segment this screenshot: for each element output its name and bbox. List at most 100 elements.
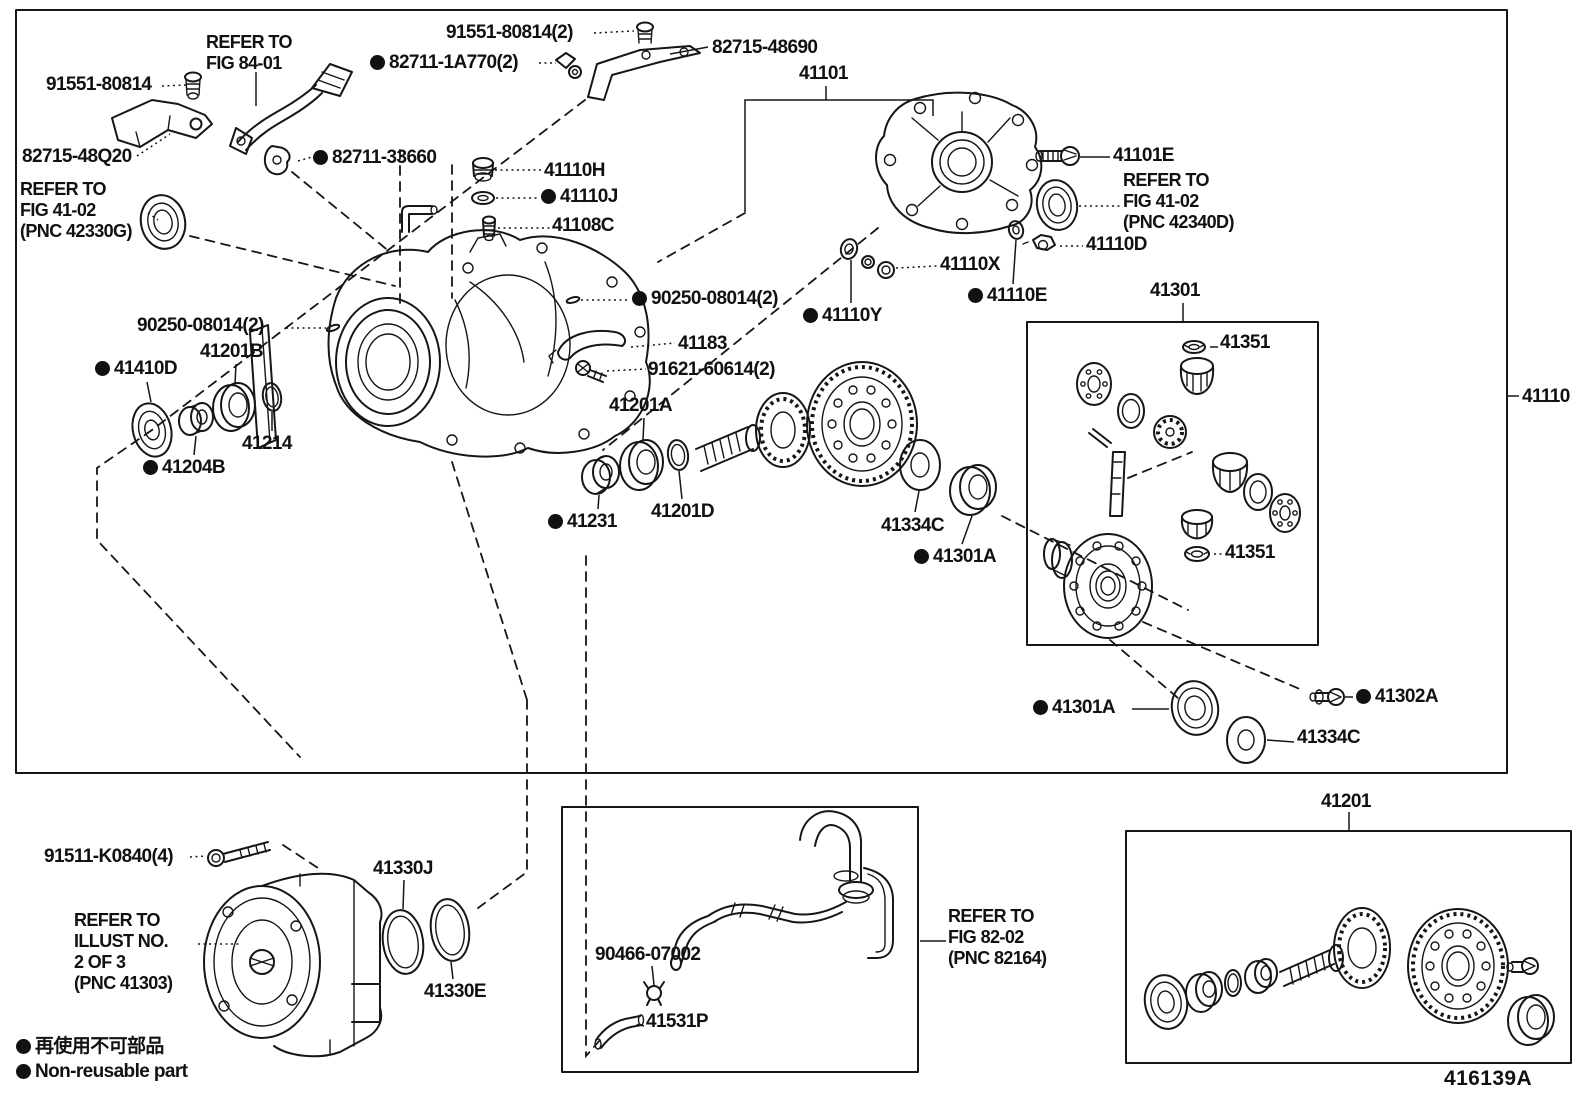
washer-41334C-bottom [1226,716,1266,764]
leader-lines [136,30,1519,1027]
seal-pnc-42340D [1035,179,1079,231]
label-41101: 41101 [799,63,848,84]
label-text: 91621-60614(2) [648,359,775,380]
spacer-41204B [178,402,214,436]
label-text: 41330J [373,858,433,879]
label-41410D: 41410D [95,358,178,379]
label-footer-code: 416139A [1444,1068,1532,1089]
label-text: 91511-K0840(4) [44,846,174,867]
non-reusable-dot-icon [1033,700,1048,715]
deflector-41183 [548,329,627,364]
non-reusable-dot-icon [541,189,556,204]
label-text: 41110 [1522,386,1570,407]
label-text: 41334C [1297,727,1361,748]
pin-90250-right [565,296,581,304]
dashed-construction-lines [96,99,1303,1059]
label-41330J: 41330J [373,858,433,879]
label-text: 41101E [1113,145,1174,166]
label-91551-80814: 91551-80814 [46,74,152,95]
box-hose-assembly [561,806,919,1073]
frame-boxes [15,9,1572,1073]
label-41201B: 41201B [200,341,264,362]
label-text: 41110E [987,285,1047,306]
label-legend-japanese: 再使用不可部品 [16,1036,164,1057]
label-82715-48Q20: 82715-48Q20 [22,146,132,167]
breather-hose-assembly [670,810,894,971]
label-text: 41330E [424,981,487,1002]
label-text: 90250-08014(2) [651,288,778,309]
seal-pnc-42330G [139,194,187,250]
label-text: 41231 [567,511,617,532]
bolt-91511-K0840 [207,841,271,867]
label-41110J: 41110J [541,186,618,207]
snap-ring-41201D [666,439,690,471]
label-82711-33660: 82711-33660 [313,147,437,168]
label-41110E: 41110E [968,285,1047,306]
label-text: 91551-80814(2) [446,22,573,43]
label-text: REFER TO ILLUST NO. 2 OF 3 (PNC 41303) [74,910,173,993]
differential-carrier-housing [249,205,651,458]
label-41201: 41201 [1321,791,1371,812]
label-41301A-bottom: 41301A [1033,697,1116,718]
label-text: 41110Y [822,305,882,326]
label-91511-K0840-x4: 91511-K0840(4) [44,846,174,867]
label-text: 41301 [1150,280,1200,301]
final-gear-kit-41201 [1143,907,1555,1046]
o-ring-41330E [429,898,471,962]
o-ring-41330J [381,909,425,975]
non-reusable-dot-icon [370,55,385,70]
label-91621-60614-x2: 91621-60614(2) [648,359,775,380]
label-text: 41302A [1375,686,1439,707]
label-text: 82715-48690 [712,37,818,58]
label-41330E: 41330E [424,981,487,1002]
label-90250-08014-x2-right: 90250-08014(2) [632,288,778,309]
label-41110X: 41110X [940,254,1000,275]
snap-ring-41214 [261,382,283,412]
diff-case-kit-41301 [1043,340,1301,639]
label-text: 41301A [933,546,997,567]
label-41101E: 41101E [1113,145,1174,166]
non-reusable-dot-icon [313,150,328,165]
label-41110: 41110 [1522,386,1570,407]
label-41531P: 41531P [646,1011,709,1032]
coupling-housing-pnc-41303 [203,872,383,1058]
label-41204B: 41204B [143,457,226,478]
non-reusable-dot-icon [16,1039,31,1054]
label-41110H: 41110H [544,160,605,181]
stud-41108C [482,215,496,242]
label-text: 41183 [678,333,727,354]
label-text: REFER TO FIG 41-02 (PNC 42330G) [20,179,132,241]
label-text: 41334C [881,515,945,536]
seal-41301A-bottom [1170,680,1220,736]
label-text: 41201B [200,341,264,362]
bearing-41301A-mid [949,464,997,516]
label-text: REFER TO FIG 84-01 [206,32,292,73]
label-91551-80814-x2: 91551-80814(2) [446,22,573,43]
label-text: 41201A [609,395,673,416]
label-refer-fig-41-02-pnc-42340D: REFER TO FIG 41-02 (PNC 42340D) [1123,170,1234,233]
non-reusable-dot-icon [632,291,647,306]
label-text: 41410D [114,358,178,379]
label-text: 41108C [552,215,615,236]
label-text: 41110X [940,254,1000,275]
plug-41110H [472,157,494,182]
label-90466-07002: 90466-07002 [595,944,701,965]
non-reusable-dot-icon [143,460,158,475]
label-text: 41204B [162,457,226,478]
label-text: 82711-1A770(2) [389,52,519,73]
label-text: 416139A [1444,1067,1533,1090]
washer-41110Y [839,238,859,260]
non-reusable-dot-icon [16,1064,31,1079]
label-text: REFER TO FIG 82-02 (PNC 82164) [948,906,1047,968]
label-82715-48690: 82715-48690 [712,37,818,58]
bracket-82715-48Q20 [111,71,213,148]
label-41301A-mid: 41301A [914,546,997,567]
pin-90250-left [325,323,341,333]
bracket-82715-48690 [555,21,701,101]
label-refer-fig-41-02-pnc-42330G: REFER TO FIG 41-02 (PNC 42330G) [20,179,132,242]
seal-41410D [131,402,173,458]
ring-gear-mid [806,361,918,487]
label-text: 41301A [1052,697,1116,718]
